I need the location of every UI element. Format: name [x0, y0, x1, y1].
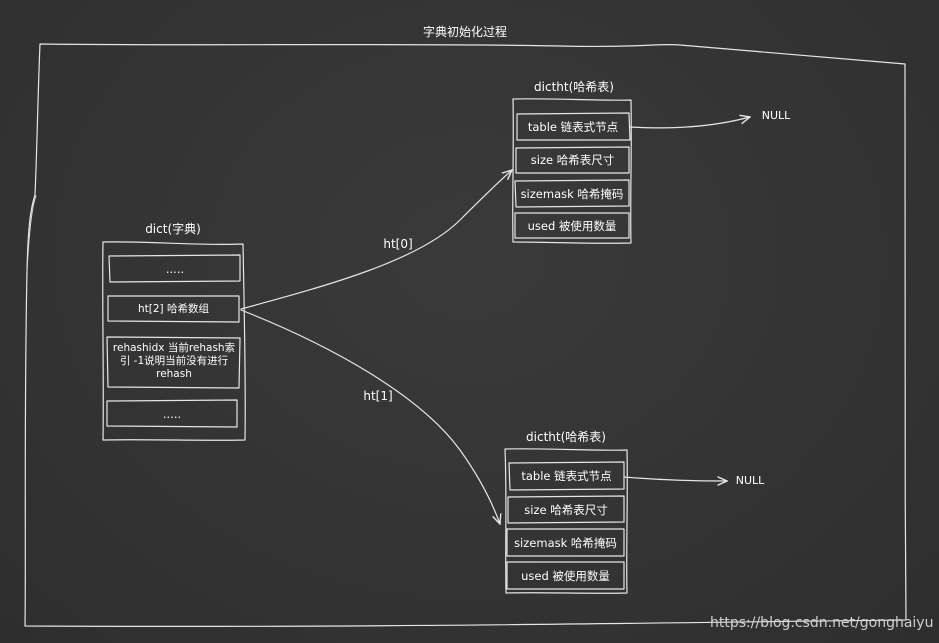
arrow-null-top	[629, 117, 750, 129]
dictht-top-row-1: size 哈希表尺寸	[530, 153, 615, 167]
dictht-top-row-box-2	[514, 179, 630, 208]
dictht-top-row-0: table 链表式节点	[527, 120, 619, 134]
arrow-null-bottom	[623, 477, 727, 481]
null-top-label: NULL	[761, 109, 791, 122]
dict-row-3: .....	[162, 407, 182, 421]
dictht-top-row-box-3	[514, 212, 630, 239]
dict-row-box-0	[108, 254, 241, 283]
dict-row-box-1	[107, 295, 240, 323]
dict-label: dict(字典)	[145, 222, 201, 236]
dictht-top-row-box-1	[515, 146, 630, 174]
dict-row-box-3	[106, 399, 238, 428]
dictht-bottom-row-3: used 被使用数量	[521, 569, 610, 583]
outer-frame	[24, 43, 907, 628]
dictht-bottom-row-box-0	[508, 461, 625, 491]
dictht-bottom-row-0: table 链表式节点	[521, 469, 612, 483]
dict-row-0: .....	[165, 262, 185, 276]
dictht-bottom-row-2: sizemask 哈希掩码	[514, 536, 617, 550]
dictht-top-row-2: sizemask 哈希掩码	[520, 187, 624, 201]
dictht-top-container	[512, 98, 632, 244]
null-bottom-label: NULL	[735, 474, 765, 487]
dictht-bottom-label: dictht(哈希表)	[526, 430, 606, 444]
dictht-bottom-row-box-2	[506, 528, 625, 557]
dict-row-box-2	[106, 336, 241, 389]
dict-container	[102, 241, 246, 441]
dictht-top-row-box-0	[516, 112, 631, 141]
dictht-bottom-row-box-3	[506, 561, 625, 590]
dictht-top-label: dictht(哈希表)	[534, 80, 614, 94]
dictht-top-row-3: used 被使用数量	[527, 219, 617, 233]
watermark-text: https://blog.csdn.net/gonghaiyu	[710, 615, 934, 631]
dictht-bottom-row-1: size 哈希表尺寸	[524, 503, 608, 517]
dictht-bottom-container	[504, 448, 628, 594]
arrow-ht1	[240, 309, 500, 524]
dictht-bottom-row-box-1	[507, 495, 625, 524]
arrow-ht1-label: ht[1]	[363, 389, 393, 403]
arrow-ht0	[240, 170, 512, 310]
diagram-title: 字典初始化过程	[422, 25, 507, 39]
dict-row-2: rehashidx 当前rehash索引 -1说明当前没有进行 rehash	[112, 342, 236, 380]
arrow-ht0-label: ht[0]	[383, 237, 413, 251]
dict-row-1: ht[2] 哈希数组	[138, 303, 209, 315]
